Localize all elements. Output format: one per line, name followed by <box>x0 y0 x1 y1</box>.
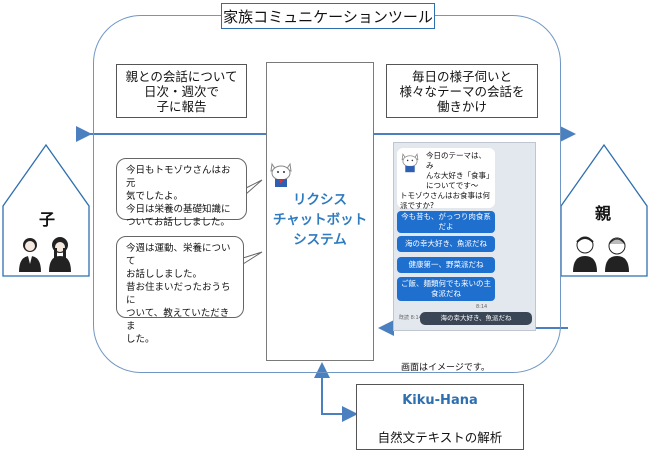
system-column <box>266 62 374 361</box>
page-title: 家族コミュニケーションツール <box>221 3 435 29</box>
child-people-icon <box>19 237 71 272</box>
option-button[interactable]: 海の幸大好き、魚派だね <box>397 236 495 252</box>
cat-mascot-icon <box>270 162 292 187</box>
kiku-hana-name: Kiku-Hana <box>402 393 478 408</box>
right-note-line: 毎日の様子伺いと <box>411 68 512 84</box>
left-note: 親との会話について 日次・週次で 子に報告 <box>116 64 247 118</box>
parent-people-icon <box>573 236 629 272</box>
kiku-hana-box <box>356 384 524 450</box>
kiku-hana-desc: 自然文テキストの解析 <box>377 430 503 445</box>
left-note-line: 子に報告 <box>156 98 207 114</box>
right-note-line: 様々なテーマの会話を <box>399 83 525 99</box>
cat-avatar-icon <box>401 153 419 173</box>
message-time: 8:14 <box>476 304 488 310</box>
option-button[interactable]: ご飯、麺類何でも来いの主 食派だね <box>397 277 495 301</box>
image-caption: 画面はイメージです。 <box>401 363 490 373</box>
chat-bubble-1: 今日もトモゾウさんはお元 気でしたよ。 今日は栄養の基礎知識に ついてお話ししま… <box>116 158 247 228</box>
chat-bubble-2: 今週は運動、栄養について お話ししました。 昔お住まいだったおうちに ついて、教… <box>116 236 244 345</box>
read-receipt: 既読 8:14 <box>399 315 422 321</box>
right-note: 毎日の様子伺いと 様々なテーマの会話を 働きかけ <box>386 64 538 118</box>
kiku-connector <box>321 372 358 422</box>
child-label: 子 <box>39 210 56 229</box>
left-note-line: 親との会話について <box>125 68 238 84</box>
parent-label: 親 <box>595 204 612 223</box>
right-note-line: 働きかけ <box>436 98 487 114</box>
system-name: リクシス チャットボット システム <box>272 192 368 248</box>
left-note-line: 日次・週次で <box>143 83 219 99</box>
option-button[interactable]: 今も昔も、がっつり肉食系 だよ <box>397 211 495 233</box>
reply-bubble: 海の幸大好き、魚派だね <box>420 312 532 325</box>
option-button[interactable]: 健康第一、野菜派だね <box>397 257 495 273</box>
